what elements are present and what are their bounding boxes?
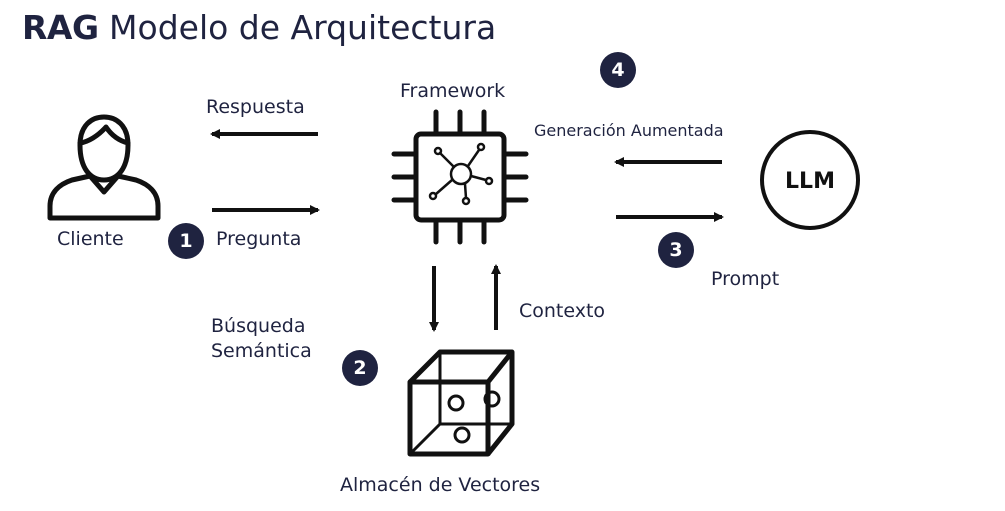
- vector-store-cube-icon: [407, 349, 515, 457]
- step-badge-1: 1: [168, 223, 204, 259]
- framework-chip-icon: [391, 109, 529, 245]
- title-rest: Modelo de Arquitectura: [109, 8, 497, 47]
- prompt-label: Prompt: [711, 268, 780, 290]
- page-title: RAG Modelo de Arquitectura: [22, 8, 497, 47]
- llm-label: LLM: [785, 169, 835, 194]
- step-badge-3: 3: [658, 232, 694, 268]
- step-badge-2: 2: [342, 350, 378, 386]
- llm-circle: [760, 130, 860, 230]
- semantic-search-label-line2: Semántica: [211, 340, 312, 362]
- step-badge-4: 4: [600, 52, 636, 88]
- response-label: Respuesta: [206, 96, 305, 118]
- semantic-search-label-line1: Búsqueda: [211, 315, 306, 337]
- vector-store-label: Almacén de Vectores: [340, 474, 541, 496]
- client-label: Cliente: [57, 228, 124, 250]
- question-label: Pregunta: [216, 228, 302, 250]
- augmented-generation-label: Generación Aumentada: [534, 121, 724, 140]
- context-label: Contexto: [519, 300, 606, 322]
- client-person-icon: [47, 114, 161, 221]
- framework-label: Framework: [400, 80, 506, 102]
- title-strong: RAG: [22, 8, 99, 47]
